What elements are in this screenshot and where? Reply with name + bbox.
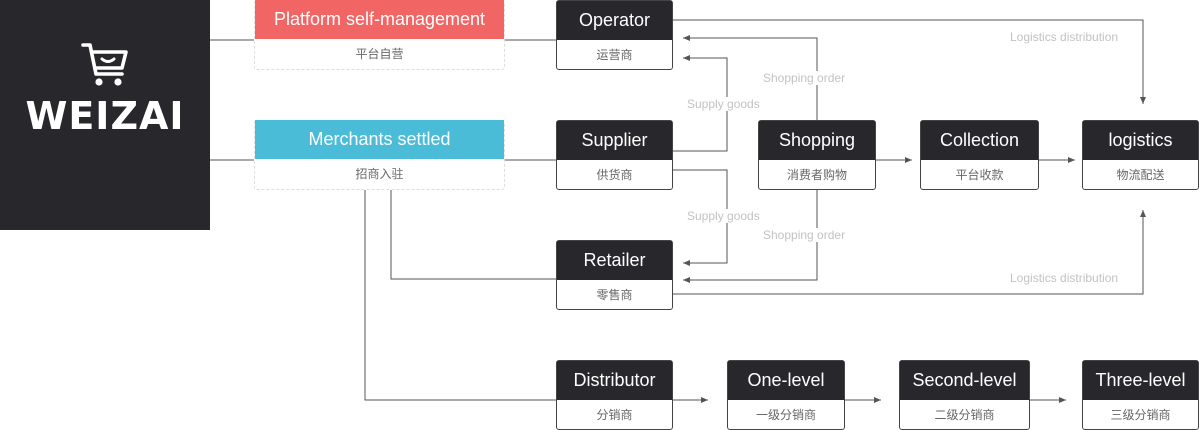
node-shopping: Shopping 消费者购物 [758,120,876,190]
node-merchants: Merchants settled 招商入驻 [254,120,505,190]
edge-label-logistics-top: Logistics distribution [1009,30,1120,44]
edge-label-shopping-order-bottom: Shopping order [762,228,847,242]
edge-shopping-to-retailer [683,190,818,283]
node-shopping-title: Shopping [759,121,875,160]
edge-label-logistics-bottom: Logistics distribution [1009,271,1120,285]
node-supplier: Supplier 供货商 [556,120,673,190]
node-three-level: Three-level 三级分销商 [1082,360,1199,430]
node-merchants-subtitle: 招商入驻 [355,167,404,181]
edge-retailer-to-logistics [672,210,1146,295]
edge-label-supply-goods-top: Supply goods [686,97,761,111]
node-one-level: One-level 一级分销商 [727,360,845,430]
node-supplier-title: Supplier [557,121,672,160]
node-second-level-title: Second-level [900,361,1029,400]
node-second-level: Second-level 二级分销商 [899,360,1030,430]
edge-operator-to-logistics [672,19,1146,104]
node-logistics: logistics 物流配送 [1082,120,1199,190]
node-three-level-title: Three-level [1083,361,1198,400]
node-merchants-title: Merchants settled [255,120,504,159]
node-logistics-subtitle: 物流配送 [1116,168,1165,182]
node-retailer-title: Retailer [557,241,672,280]
node-collection-subtitle: 平台收款 [955,168,1004,182]
node-distributor-subtitle: 分销商 [596,408,633,422]
brand-logo: WEIZAI [0,0,210,230]
node-logistics-title: logistics [1083,121,1198,160]
node-collection: Collection 平台收款 [920,120,1039,190]
shopping-cart-icon [81,43,128,86]
edge-shopping-to-operator [683,35,818,120]
node-retailer-subtitle: 零售商 [596,288,633,302]
node-shopping-subtitle: 消费者购物 [786,168,847,182]
node-operator: Operator 运营商 [556,0,673,70]
node-distributor: Distributor 分销商 [556,360,673,430]
node-operator-subtitle: 运营商 [596,48,633,62]
edge-merchants-to-distributor [364,190,557,401]
node-collection-title: Collection [921,121,1038,160]
brand-name: WEIZAI [25,94,185,138]
node-three-level-subtitle: 三级分销商 [1110,408,1171,422]
node-operator-title: Operator [557,1,672,40]
node-retailer: Retailer 零售商 [556,240,673,310]
node-one-level-title: One-level [728,361,844,400]
node-platform-subtitle: 平台自营 [355,47,404,61]
node-platform: Platform self-management 平台自营 [254,0,505,70]
edge-merchants-to-retailer [390,190,557,280]
node-platform-title: Platform self-management [255,0,504,39]
node-one-level-subtitle: 一级分销商 [755,408,816,422]
node-supplier-subtitle: 供货商 [596,168,633,182]
edge-label-supply-goods-bottom: Supply goods [686,209,761,223]
node-second-level-subtitle: 二级分销商 [934,408,995,422]
node-distributor-title: Distributor [557,361,672,400]
edge-label-shopping-order-top: Shopping order [762,71,847,85]
